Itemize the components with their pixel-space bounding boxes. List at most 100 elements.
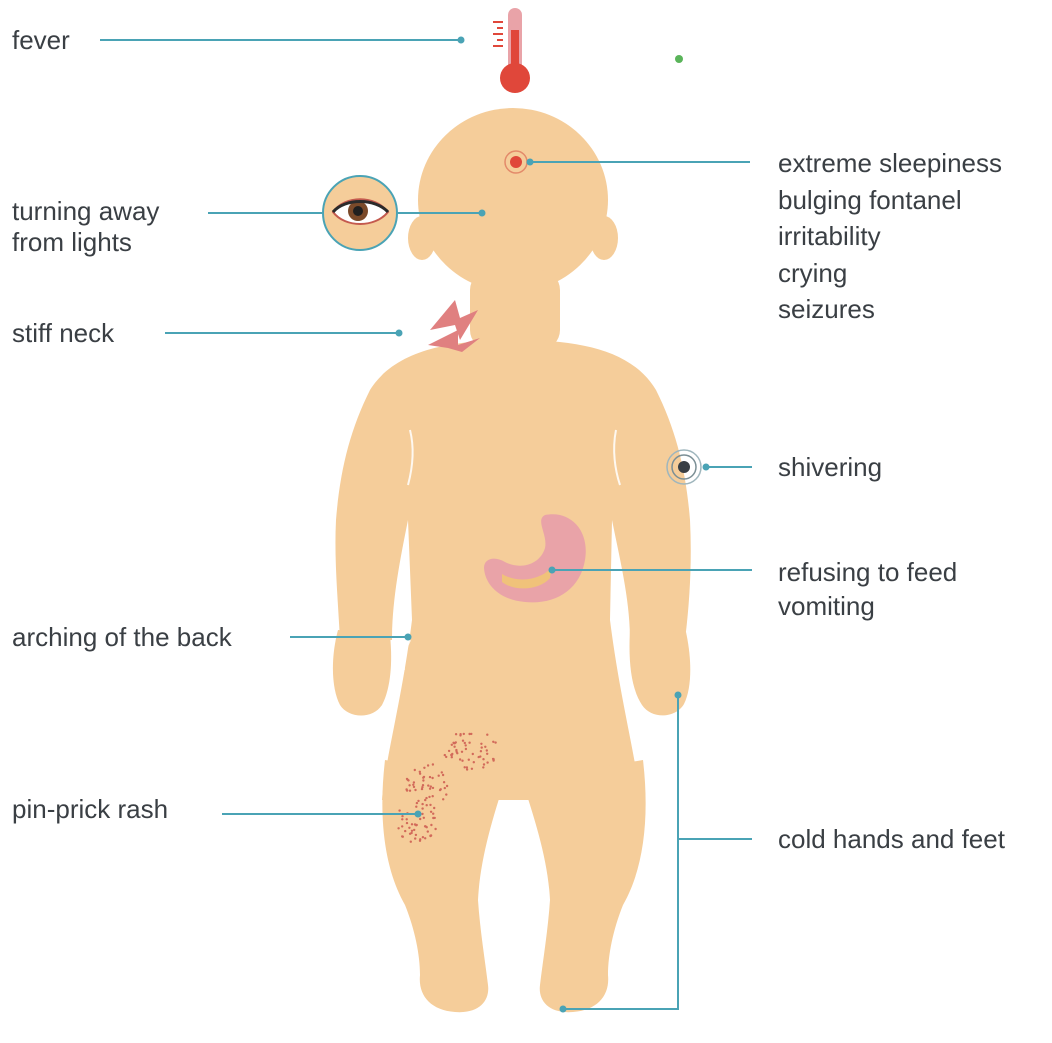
rash-dot <box>444 754 446 756</box>
rash-dot <box>463 733 465 735</box>
rash-dot <box>406 778 408 780</box>
rash-dot <box>432 813 434 815</box>
rash-dot <box>429 776 431 778</box>
rash-dot <box>492 741 494 743</box>
label-arching-of-the-back: arching of the back <box>12 621 232 654</box>
rash-dot <box>484 746 486 748</box>
rash-dot <box>408 784 410 786</box>
baby-ear-left <box>408 216 436 260</box>
baby-neck <box>470 270 560 350</box>
rash-dot <box>455 751 457 753</box>
rash-dot <box>410 841 412 843</box>
rash-dot <box>405 788 407 790</box>
rash-dot <box>432 795 434 797</box>
rash-dot <box>413 829 415 831</box>
baby-genital <box>493 742 537 778</box>
rash-dot <box>425 797 427 799</box>
label-seizures: seizures <box>778 291 1002 328</box>
rash-dot <box>473 761 475 763</box>
rash-dot <box>452 742 454 744</box>
rash-dot <box>480 743 482 745</box>
rash-dot <box>480 750 482 752</box>
rash-dot <box>492 759 494 761</box>
rash-dot <box>465 744 467 746</box>
rash-dot <box>421 786 423 788</box>
rash-dot <box>404 830 406 832</box>
rash-dot <box>482 766 484 768</box>
rash-dot <box>427 830 429 832</box>
rash-dot <box>426 804 428 806</box>
rash-dot <box>430 824 432 826</box>
rash-dot <box>455 733 457 735</box>
rash-dot <box>486 761 488 763</box>
label-cold-hands-and-feet: cold hands and feet <box>778 823 1005 856</box>
rash-dot <box>422 836 424 838</box>
rash-dot <box>422 779 424 781</box>
rash-dot <box>415 806 417 808</box>
rash-dot <box>446 785 448 787</box>
rash-dot <box>462 740 464 742</box>
rash-dot <box>417 800 419 802</box>
rash-dot <box>466 768 468 770</box>
rash-dot <box>421 803 423 805</box>
rash-dot <box>441 771 443 773</box>
label-extreme-sleepiness: extreme sleepiness <box>778 145 1002 182</box>
label-stiff-neck: stiff neck <box>12 317 114 350</box>
rash-dot <box>401 825 403 827</box>
rash-dot <box>486 734 488 736</box>
rash-dot <box>465 748 467 750</box>
rash-dot <box>421 813 423 815</box>
rash-dot <box>414 823 416 825</box>
rash-dot <box>443 781 445 783</box>
rash-dot <box>471 768 473 770</box>
leader-cold <box>678 695 752 839</box>
rash-dot <box>402 836 404 838</box>
rash-dot <box>397 827 399 829</box>
rash-dot <box>413 786 415 788</box>
label-fever: fever <box>12 24 70 57</box>
rash-dot <box>423 767 425 769</box>
thermometer-icon <box>493 8 530 93</box>
rash-dot <box>401 815 403 817</box>
rash-dot <box>409 790 411 792</box>
rash-dot <box>398 809 400 811</box>
rash-dot <box>432 787 434 789</box>
rash-dot <box>401 818 403 820</box>
rash-dot <box>415 834 417 836</box>
eye-icon <box>323 176 397 250</box>
rash-dot <box>445 793 447 795</box>
rash-dot <box>438 775 440 777</box>
label-vomiting: vomiting <box>778 589 957 623</box>
rash-dot <box>419 773 421 775</box>
label-irritability: irritability <box>778 218 1002 255</box>
rash-dot <box>427 764 429 766</box>
rash-dot <box>406 818 408 820</box>
baby-hand-left <box>333 630 391 716</box>
rash-dot <box>482 758 484 760</box>
rash-dot <box>429 788 431 790</box>
rash-dot <box>414 837 416 839</box>
rash-dot <box>453 746 455 748</box>
rash-dot <box>461 751 463 753</box>
rash-dot <box>434 817 436 819</box>
rash-dot <box>429 835 431 837</box>
rash-dot <box>432 763 434 765</box>
rash-dot <box>486 749 488 751</box>
label-refusing-to-feed: refusing to feed <box>778 555 957 589</box>
label-head-symptoms: extreme sleepiness bulging fontanel irri… <box>778 145 1002 328</box>
rash-dot <box>431 777 433 779</box>
rash-dot <box>468 759 470 761</box>
baby-ear-right <box>590 216 618 260</box>
rash-dot <box>478 756 480 758</box>
baby-leg-left <box>382 760 505 1012</box>
rash-dot <box>424 799 426 801</box>
rash-dot <box>412 784 414 786</box>
rash-dot <box>440 788 442 790</box>
rash-dot <box>468 742 470 744</box>
label-feeding: refusing to feed vomiting <box>778 555 957 623</box>
rash-dot <box>461 760 463 762</box>
rash-dot <box>468 733 470 735</box>
rash-dot <box>414 789 416 791</box>
rash-dot <box>428 796 430 798</box>
